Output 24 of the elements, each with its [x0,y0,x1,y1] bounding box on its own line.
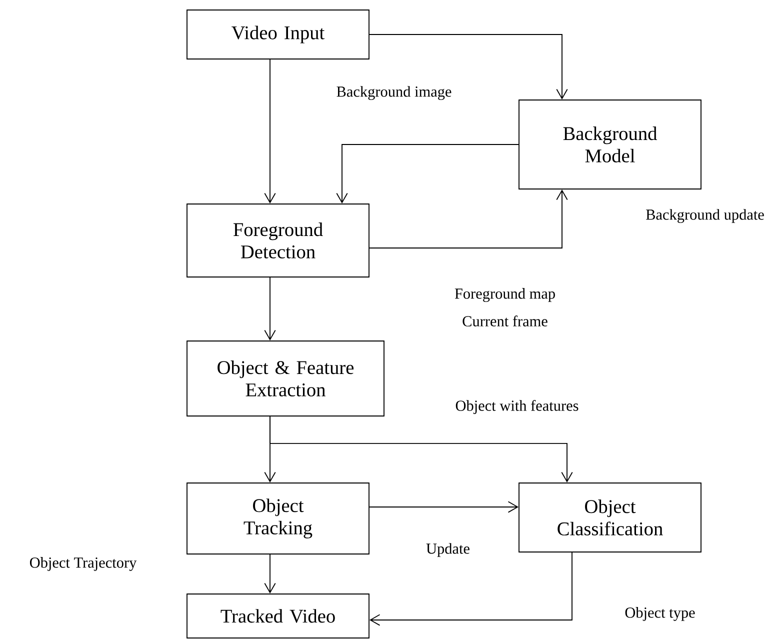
flow-label: Object with features [456,400,578,414]
arrow [264,554,276,594]
arrow [270,416,573,483]
process-box: Foreground Detection [186,204,370,278]
arrow [264,58,276,204]
flow-label: Background image [336,86,452,100]
arrow [369,552,572,626]
process-box: Object Classification [518,482,702,552]
process-box: Object & Feature Extraction [186,340,384,416]
flow-label: Current frame [462,316,548,326]
flow-label: Update [426,543,470,557]
flow-label: Foreground map [454,288,555,302]
flow-label: Background update [646,209,764,223]
arrow [369,501,519,513]
process-box: Tracked Video [186,594,370,638]
flow-label: Object type [625,607,695,621]
arrow [369,189,568,248]
process-box: Background Model [518,100,702,190]
arrow [264,277,276,341]
flow-label: Object Trajectory [30,557,137,571]
process-box: Object Tracking [186,482,370,554]
arrow [336,144,519,204]
arrow [369,34,568,100]
process-box: Video Input [186,10,370,60]
